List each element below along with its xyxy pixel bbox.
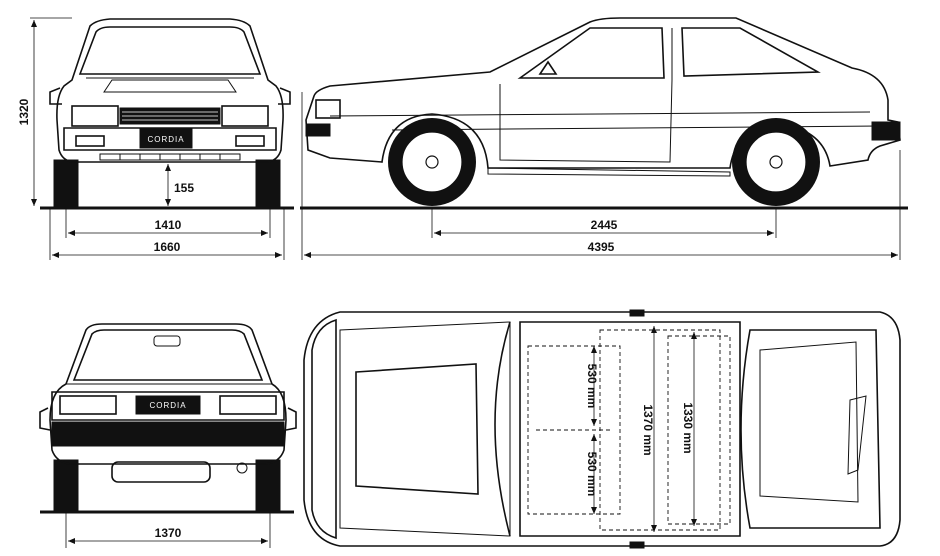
dimension-annotations: 1320 155 1410 1660 2445 4395: [17, 17, 901, 260]
front-hood-bulge: [103, 79, 237, 93]
length-label: 4395: [588, 240, 615, 254]
ground-clearance-label: 155: [174, 181, 194, 195]
top-rear-wiper: [847, 395, 867, 475]
side-front-bumper: [305, 123, 331, 137]
side-view: [305, 17, 901, 206]
front-windshield: [78, 26, 262, 75]
side-door: [499, 79, 673, 163]
front-shoulder-width-label: 1370 mm: [641, 404, 655, 455]
top-rear-glass: [759, 341, 859, 503]
top-rear-seats: [667, 335, 731, 525]
rear-track-label: 1370: [155, 526, 182, 540]
top-body-outline: [303, 311, 901, 547]
top-front-bumper: [311, 318, 337, 540]
side-rear-window: [681, 27, 821, 77]
top-rear-hatch: [740, 329, 881, 529]
front-seat-width-label: 530 mm: [585, 364, 599, 409]
front-bumper: [63, 127, 277, 151]
front-right-mirror: [278, 87, 291, 105]
top-hood-panel: [355, 363, 479, 495]
front-left-mirror: [49, 87, 62, 105]
front-license-plate: [139, 127, 193, 149]
rear-shoulder-width-label: 1330 mm: [681, 402, 695, 453]
front-badge-text: CORDIA: [147, 135, 184, 144]
rear-badge-text: CORDIA: [149, 401, 186, 410]
rear-exhaust: [236, 462, 248, 474]
rear-bumper: [51, 421, 285, 447]
side-rear-bumper: [871, 121, 901, 141]
wheelbase-label: 2445: [591, 218, 618, 232]
side-mirror: [538, 60, 558, 75]
top-roof: [519, 321, 741, 537]
rear-tail-panel: [51, 391, 285, 421]
front-left-headlight: [71, 105, 119, 127]
rear-left-taillight: [59, 395, 117, 415]
height-dimension-label: 1320: [17, 98, 31, 125]
width-label: 1660: [154, 240, 181, 254]
top-front-seats: [527, 345, 621, 515]
side-headlight: [315, 99, 341, 119]
rear-seat-width-label: 530 mm: [585, 452, 599, 497]
front-right-tire: [255, 159, 281, 209]
front-body-outline: [56, 18, 284, 163]
front-lower-intake: [99, 153, 241, 161]
rear-license-plate: [135, 395, 201, 415]
front-view: CORDIA: [49, 18, 291, 209]
rear-view: CORDIA: [39, 323, 297, 513]
rear-window: [72, 329, 264, 381]
side-front-window: [517, 27, 665, 79]
rear-spare-tire: [111, 461, 211, 483]
rear-body-outline: [49, 323, 287, 465]
rear-left-tire: [53, 459, 79, 513]
front-track-label: 1410: [155, 218, 182, 232]
rear-right-tire: [255, 459, 281, 513]
top-windshield: [494, 321, 511, 537]
front-left-tire: [53, 159, 79, 209]
top-view: 530 mm 530 mm 1370 mm 1330 mm: [303, 309, 901, 549]
front-right-headlight: [221, 105, 269, 127]
rear-right-taillight: [219, 395, 277, 415]
side-body-outline: [305, 17, 901, 169]
rear-wiper-housing: [153, 335, 181, 347]
top-hood: [339, 321, 511, 537]
